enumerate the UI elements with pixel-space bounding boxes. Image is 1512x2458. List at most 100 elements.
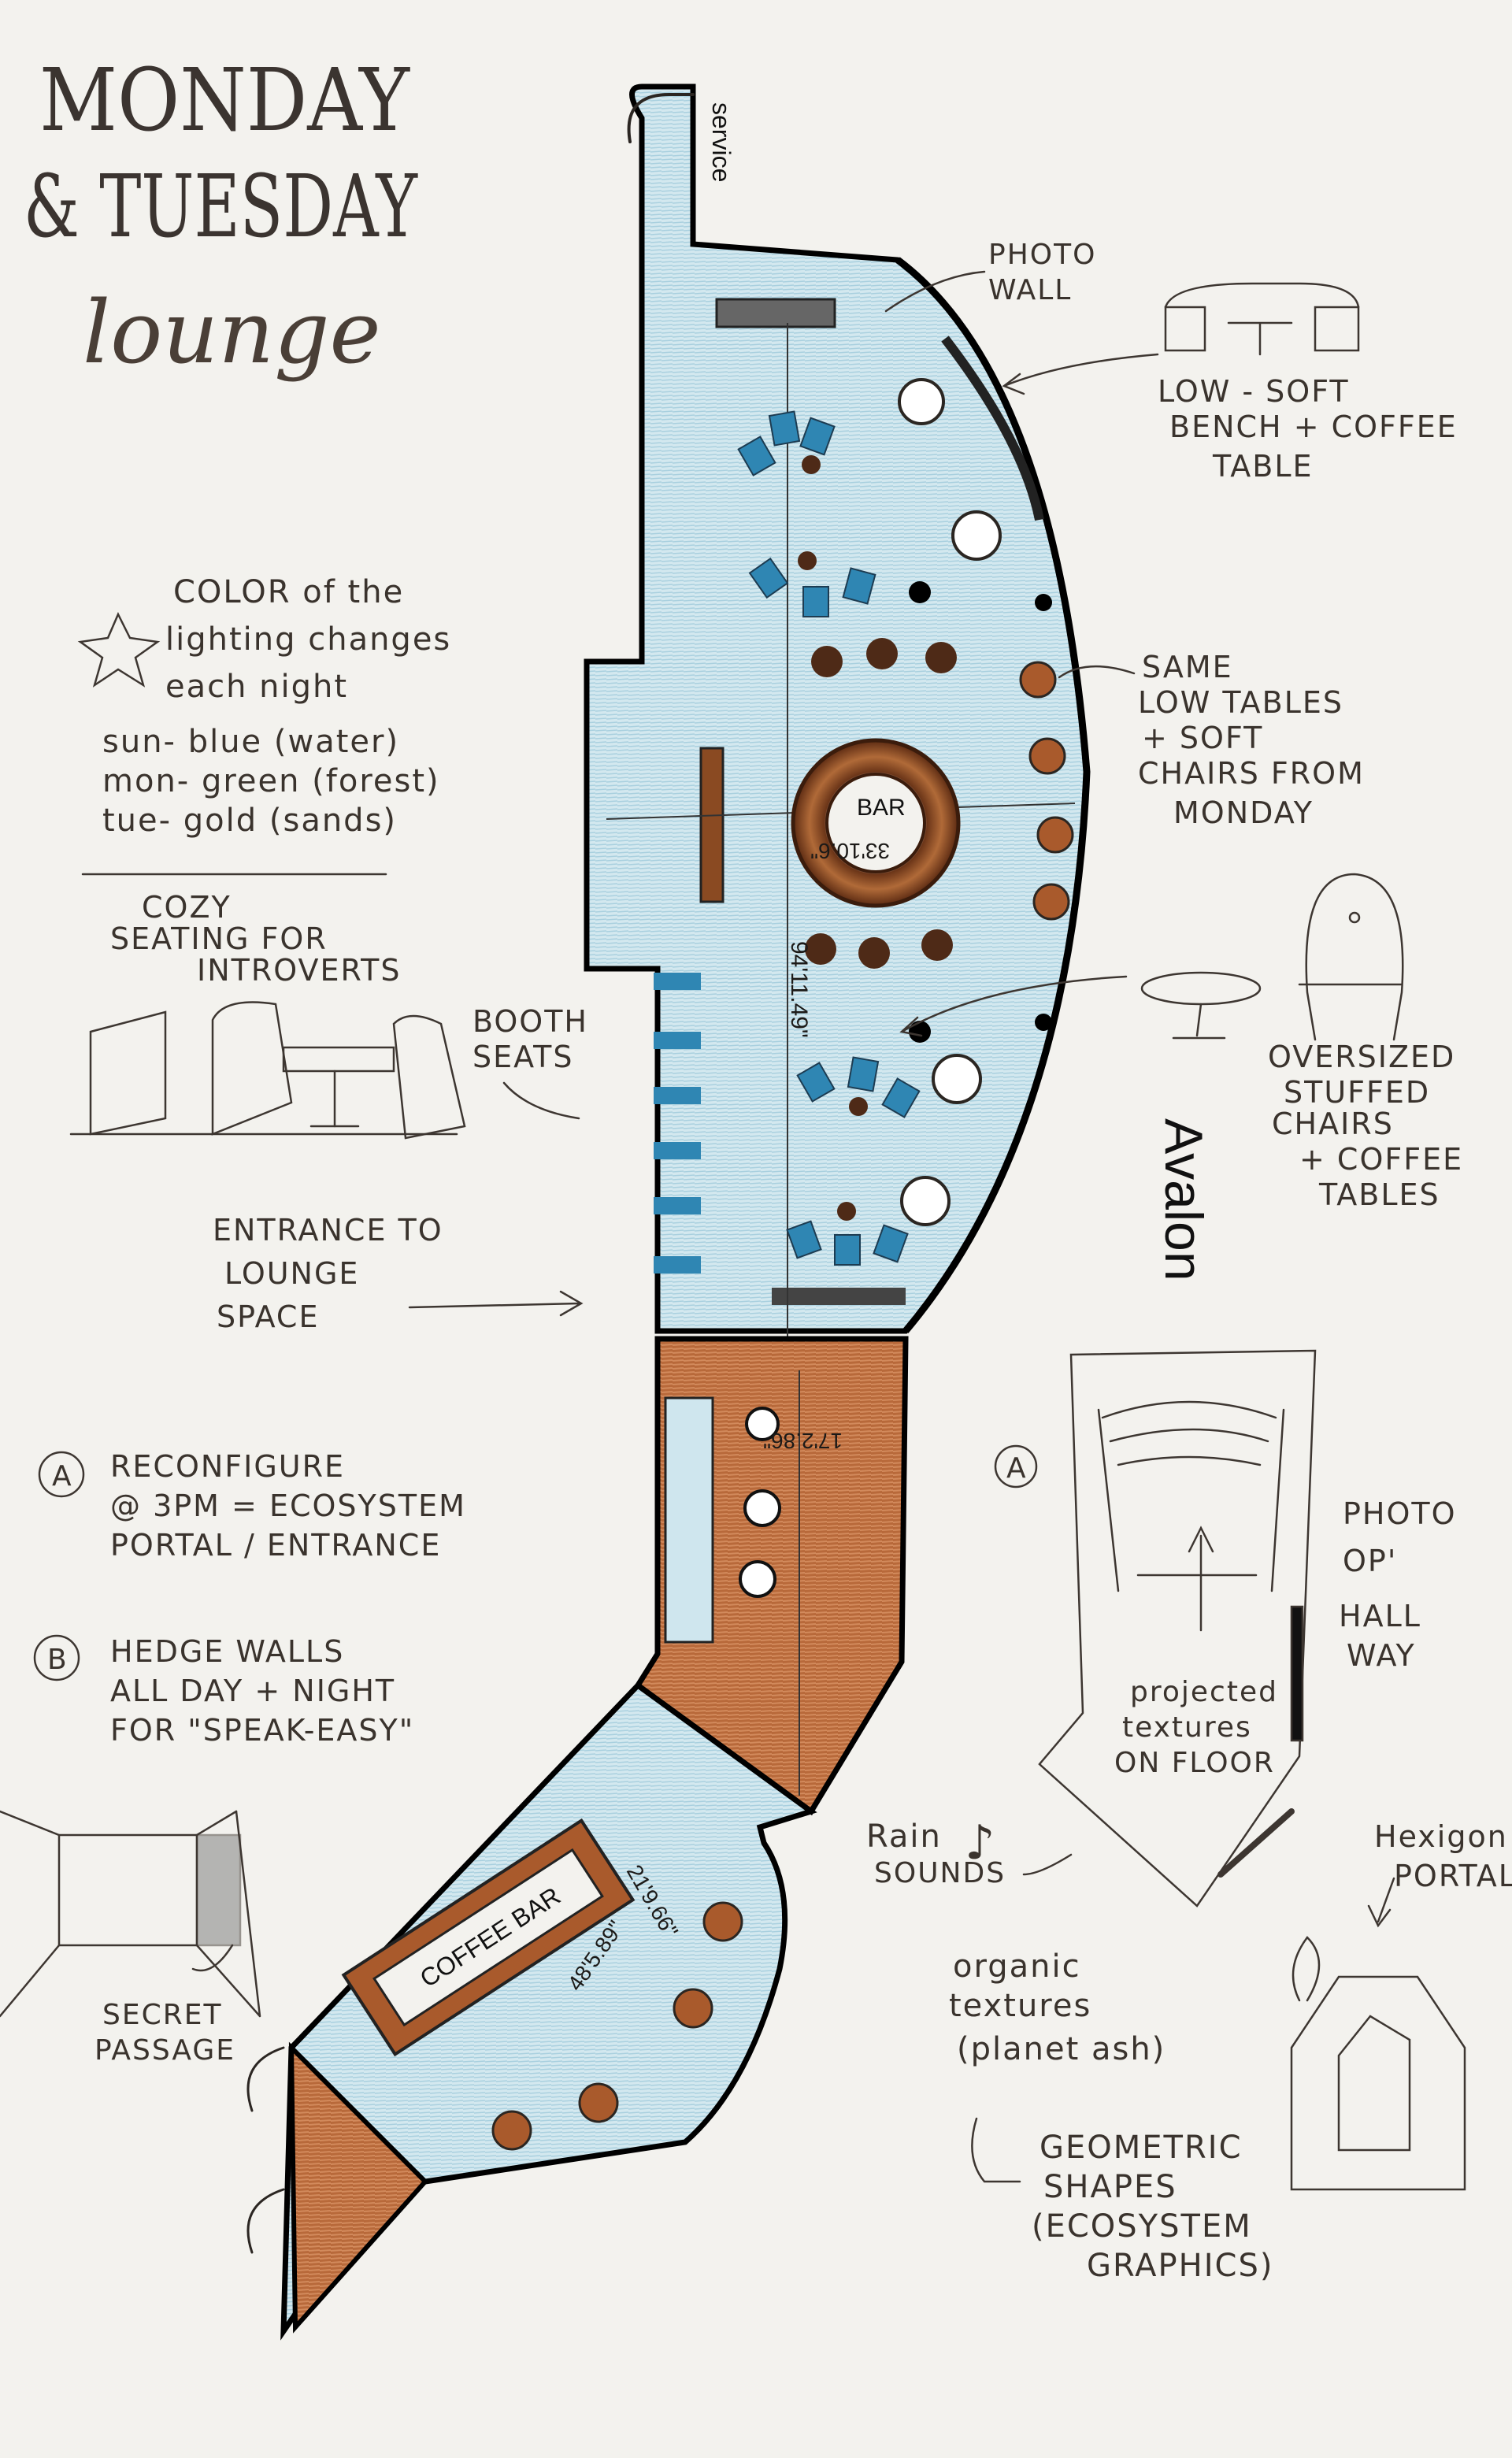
- photo-op-line-1: OP': [1343, 1544, 1397, 1578]
- floor-plan: BAR 33'10.6": [246, 83, 1214, 2341]
- bench-sketch: [1164, 282, 1360, 356]
- reconfigure-marker: A: [52, 1460, 73, 1492]
- note-photo-wall: PHOTO WALL: [884, 239, 1096, 313]
- oversized-line-2: CHAIRS: [1272, 1107, 1394, 1141]
- organic-line-0: organic: [953, 1948, 1081, 1985]
- hexigon-portal-sketch: [1290, 1936, 1466, 2191]
- note-reconfigure: A RECONFIGURE @ 3PM = ECOSYSTEM PORTAL /…: [38, 1449, 466, 1563]
- geometric-line-1: SHAPES: [1043, 2169, 1177, 2205]
- oversized-line-3: + COFFEE: [1299, 1142, 1463, 1177]
- note-sketch-a: A: [994, 1444, 1038, 1489]
- photo-op-line-0: PHOTO: [1343, 1496, 1457, 1531]
- lighting-line-1: lighting changes: [165, 621, 451, 658]
- photo-op-line-2: HALL: [1339, 1599, 1421, 1633]
- note-photo-op: PHOTO OP' HALL WAY: [1339, 1496, 1457, 1673]
- title-line-2: & TUESDAY: [24, 156, 418, 257]
- geometric-line-2: (ECOSYSTEM: [1032, 2208, 1252, 2245]
- corridor-swirls: [739, 1407, 781, 1598]
- entrance-line-1: LOUNGE: [224, 1256, 359, 1291]
- hedge-line-0: HEDGE WALLS: [110, 1634, 344, 1669]
- hedge-marker: B: [47, 1644, 69, 1676]
- lighting-night-1: mon- green (forest): [102, 763, 440, 799]
- bench-line-0: LOW - SOFT: [1158, 374, 1350, 409]
- secret-line-1: PASSAGE: [94, 2034, 235, 2067]
- organic-line-1: textures: [949, 1988, 1091, 2024]
- same-line-0: SAME: [1142, 650, 1233, 684]
- coffee-bar-stools: [491, 1901, 743, 2151]
- photo-wall-line-1: WALL: [988, 274, 1072, 306]
- bench-line-1: BENCH + COFFEE: [1169, 410, 1458, 444]
- same-line-4: MONDAY: [1173, 795, 1314, 830]
- projected-line-1: textures: [1122, 1711, 1252, 1744]
- central-bar: BAR 33'10.6": [791, 738, 961, 908]
- low-coffee-tables: [798, 455, 957, 1221]
- bar-label: BAR: [857, 795, 906, 821]
- note-lighting: COLOR of the lighting changes each night…: [77, 574, 451, 876]
- reconfigure-line-1: @ 3PM = ECOSYSTEM: [110, 1489, 466, 1523]
- secret-line-0: SECRET: [102, 1999, 222, 2031]
- oversized-line-0: OVERSIZED: [1268, 1040, 1455, 1074]
- lighting-night-0: sun- blue (water): [102, 724, 399, 760]
- note-organic: organic textures (planet ash): [949, 1948, 1166, 2067]
- service-label: service: [707, 102, 736, 182]
- same-line-1: LOW TABLES: [1138, 685, 1343, 720]
- note-bench: LOW - SOFT BENCH + COFFEE TABLE: [1158, 374, 1458, 484]
- cozy-line-0: COZY: [142, 890, 232, 925]
- arrow-icon: [408, 1290, 584, 1317]
- lighting-night-2: tue- gold (sands): [102, 803, 397, 839]
- soft-chairs: [1019, 661, 1074, 921]
- sketch-a-marker: A: [1006, 1452, 1028, 1485]
- reconfigure-line-0: RECONFIGURE: [110, 1449, 345, 1484]
- oversized-line-4: TABLES: [1318, 1177, 1440, 1212]
- note-same-tables: SAME LOW TABLES + SOFT CHAIRS FROM MONDA…: [1058, 650, 1363, 830]
- rain-line-0: Rain: [866, 1818, 942, 1855]
- note-hexigon: Hexigon PORTAL: [1367, 1819, 1512, 1928]
- note-hedge: B HEDGE WALLS ALL DAY + NIGHT FOR "SPEAK…: [33, 1634, 414, 1748]
- note-cozy: COZY SEATING FOR INTROVERTS BOOTH SEATS: [69, 890, 588, 1140]
- booth-seats: [654, 973, 701, 1273]
- oversized-line-1: STUFFED: [1284, 1075, 1430, 1110]
- entrance-line-0: ENTRANCE TO: [213, 1213, 443, 1248]
- hedge-line-2: FOR "SPEAK-EASY": [110, 1713, 414, 1748]
- projected-line-2: ON FLOOR: [1114, 1747, 1275, 1779]
- hexigon-line-1: PORTAL: [1394, 1859, 1512, 1893]
- dimension-lounge-length: 94'11.49": [786, 941, 812, 1038]
- star-icon: [77, 612, 161, 688]
- photo-op-line-3: WAY: [1347, 1638, 1416, 1673]
- organic-line-2: (planet ash): [957, 2031, 1166, 2067]
- blue-chair-clusters: [737, 410, 921, 1266]
- note-entrance: ENTRANCE TO LOUNGE SPACE: [213, 1213, 584, 1334]
- dimension-bar-diameter: 33'10.6": [810, 839, 890, 863]
- note-oversized: OVERSIZED STUFFED CHAIRS + COFFEE TABLES: [1268, 1040, 1463, 1212]
- photo-wall: [715, 298, 836, 328]
- bench-line-2: TABLE: [1212, 449, 1314, 484]
- geometric-line-3: GRAPHICS): [1087, 2248, 1273, 2284]
- service-door: [627, 93, 695, 143]
- hedge-line-1: ALL DAY + NIGHT: [110, 1674, 395, 1708]
- booth-line-0: BOOTH: [472, 1004, 588, 1039]
- lighting-line-2: each night: [165, 669, 348, 705]
- note-projected: projected textures ON FLOOR: [1114, 1676, 1278, 1779]
- same-line-2: + SOFT: [1142, 721, 1263, 755]
- geometric-line-0: GEOMETRIC: [1040, 2130, 1243, 2166]
- dimension-corridor: 17'2.86": [763, 1429, 843, 1453]
- cozy-line-1: SEATING FOR: [110, 921, 328, 956]
- rain-line-1: SOUNDS: [874, 1857, 1006, 1889]
- music-note-icon: ♪: [965, 1815, 996, 1870]
- projected-line-0: projected: [1130, 1676, 1278, 1708]
- reconfigure-line-2: PORTAL / ENTRANCE: [110, 1528, 441, 1563]
- avalon-label: Avalon: [1154, 1118, 1214, 1281]
- photo-op-hallway-sketch: [1038, 1349, 1317, 1907]
- photo-wall-line-0: PHOTO: [988, 239, 1096, 271]
- title-line-1: MONDAY: [39, 50, 410, 150]
- cozy-line-2: INTROVERTS: [197, 953, 401, 988]
- note-geometric: GEOMETRIC SHAPES (ECOSYSTEM GRAPHICS): [971, 2117, 1273, 2284]
- hexigon-line-0: Hexigon: [1374, 1819, 1508, 1854]
- side-bench: [699, 747, 724, 903]
- lighting-line-0: COLOR of the: [173, 574, 404, 610]
- secret-passage-sketch: [0, 1810, 261, 2018]
- title-subtitle: lounge: [83, 282, 381, 383]
- booth-sketch: [69, 1001, 466, 1140]
- note-secret: SECRET PASSAGE: [94, 1999, 235, 2067]
